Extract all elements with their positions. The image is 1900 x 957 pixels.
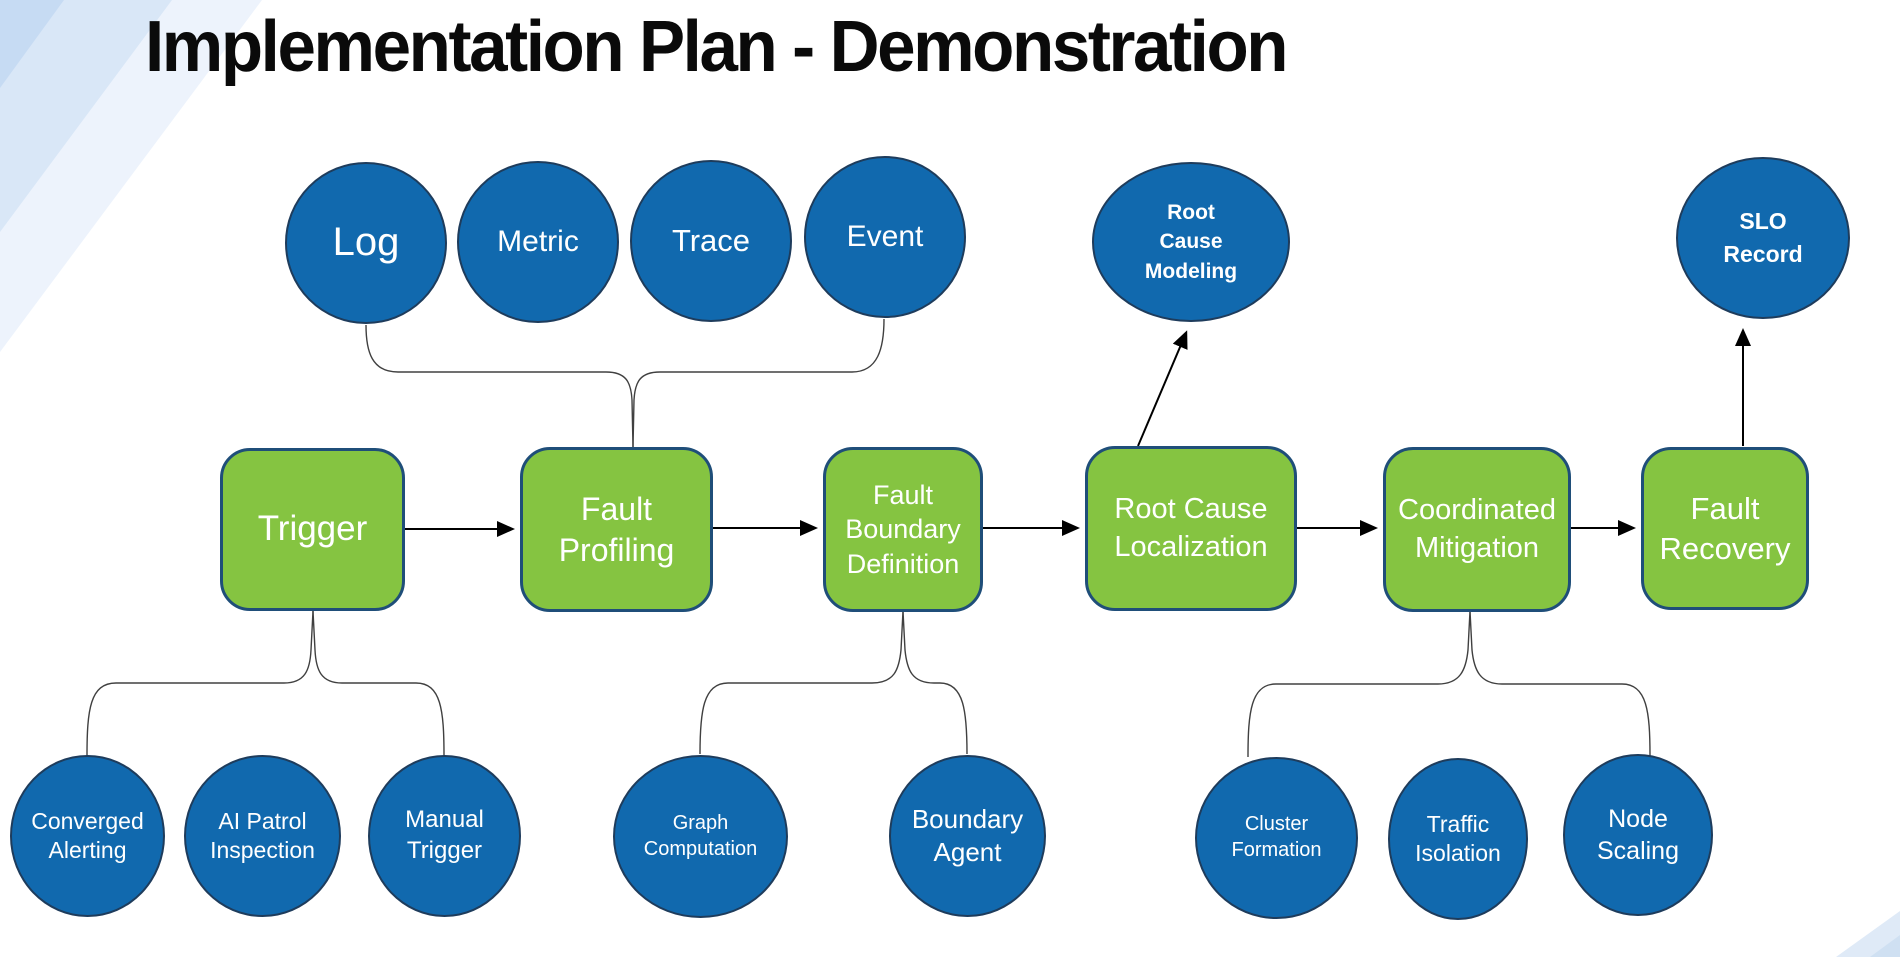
node-metric: Metric [457, 161, 619, 323]
node-graph-computation-label: Graph Computation [643, 811, 758, 860]
node-root-cause-modeling-label: Root Cause Modeling [1144, 200, 1238, 283]
connector-cm-to-cluster-formation [1247, 610, 1471, 758]
step-fault-recovery-label: Fault Recovery [1659, 490, 1791, 566]
connector-sources-to-fault-profiling-left [365, 324, 634, 448]
node-graph-computation: Graph Computation [613, 755, 788, 918]
node-node-scaling-label: Node Scaling [1597, 805, 1679, 865]
node-root-cause-modeling: Root Cause Modeling [1092, 162, 1290, 322]
node-trace-label: Trace [671, 223, 751, 259]
step-fault-profiling-label: Fault Profiling [558, 490, 675, 568]
step-fault-boundary-definition: Fault Boundary Definition [823, 447, 983, 612]
node-cluster-formation-label: Cluster Formation [1231, 813, 1322, 861]
connector-cm-to-node-scaling [1469, 610, 1651, 757]
node-traffic-isolation-label: Traffic Isolation [1415, 810, 1501, 866]
corner-decoration-bottom-right-outer [1836, 911, 1900, 957]
step-root-cause-localization: Root Cause Localization [1085, 446, 1297, 611]
corner-decoration-top-left-inner [0, 0, 64, 88]
node-log: Log [285, 162, 447, 324]
node-manual-trigger-label: Manual Trigger [405, 806, 484, 864]
node-cluster-formation: Cluster Formation [1195, 757, 1358, 919]
connector-sources-to-fault-profiling-right [632, 318, 885, 448]
connector-trigger-to-converged-alerting [86, 610, 314, 757]
step-coordinated-mitigation-label: Coordinated Mitigation [1398, 494, 1556, 564]
node-event: Event [804, 156, 966, 318]
step-trigger: Trigger [220, 448, 405, 611]
step-fault-profiling: Fault Profiling [520, 447, 713, 612]
arrow-rcl-to-root-cause-modeling [1137, 330, 1188, 447]
connector-trigger-to-manual-trigger [312, 610, 445, 757]
node-slo-record: SLO Record [1676, 157, 1850, 319]
node-boundary-agent-label: Boundary Agent [911, 803, 1024, 867]
node-log-label: Log [332, 220, 400, 265]
step-coordinated-mitigation: Coordinated Mitigation [1383, 447, 1571, 612]
node-boundary-agent: Boundary Agent [889, 755, 1046, 917]
connector-fbd-to-boundary-agent [902, 610, 968, 755]
node-converged-alerting: Converged Alerting [10, 755, 165, 917]
node-ai-patrol-inspection-label: AI Patrol Inspection [210, 807, 315, 863]
node-converged-alerting-label: Converged Alerting [31, 807, 144, 863]
node-traffic-isolation: Traffic Isolation [1388, 758, 1528, 920]
node-manual-trigger: Manual Trigger [368, 755, 521, 917]
corner-decoration-bottom-right-inner [1870, 935, 1900, 957]
node-ai-patrol-inspection: AI Patrol Inspection [184, 755, 341, 917]
step-trigger-label: Trigger [257, 509, 368, 549]
node-trace: Trace [630, 160, 792, 322]
node-node-scaling: Node Scaling [1563, 754, 1713, 916]
page-title: Implementation Plan - Demonstration [145, 7, 1288, 87]
node-slo-record-label: SLO Record [1723, 207, 1803, 267]
node-event-label: Event [846, 219, 924, 253]
step-root-cause-localization-label: Root Cause Localization [1114, 493, 1268, 563]
connector-fbd-to-graph-computation [699, 610, 904, 755]
node-metric-label: Metric [497, 224, 579, 258]
step-fault-recovery: Fault Recovery [1641, 447, 1809, 610]
step-fault-boundary-definition-label: Fault Boundary Definition [845, 479, 961, 579]
